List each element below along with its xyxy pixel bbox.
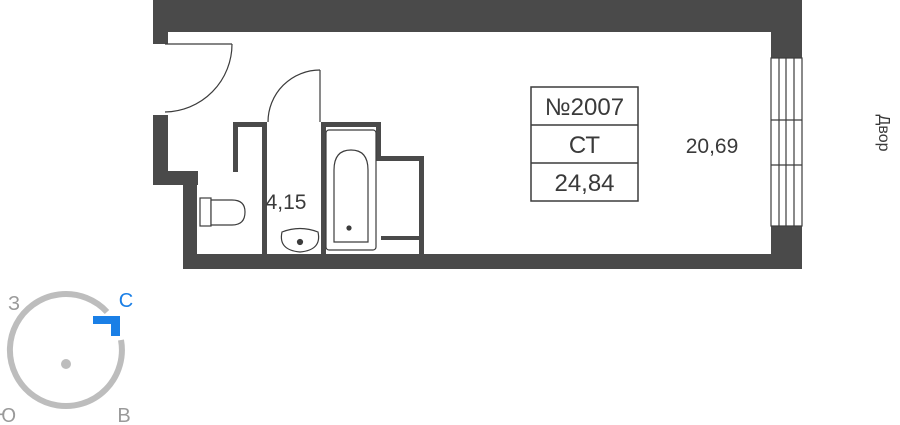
toilet-bowl <box>210 199 246 226</box>
left-wall-upper <box>153 0 168 44</box>
partition-right-c <box>419 156 424 254</box>
bathroom-door <box>267 69 321 123</box>
bathtub-drain <box>346 225 352 231</box>
bathroom-door-arc <box>267 69 321 123</box>
living-area-label: 20,69 <box>686 135 739 158</box>
compass-north-label: С <box>119 290 133 312</box>
apartment-type: СТ <box>569 132 601 159</box>
compass-north-marker <box>93 316 120 336</box>
bathroom-left-wall <box>183 171 197 269</box>
bathtub-outer <box>325 129 377 251</box>
toilet-tank <box>199 197 212 227</box>
sink <box>280 227 320 253</box>
partition-top-a <box>233 122 267 127</box>
compass: С З Ю В <box>0 290 133 425</box>
window-side-label: Двор <box>875 115 892 152</box>
compass-south-label: Ю <box>0 405 16 425</box>
door-swing-arc <box>164 43 233 113</box>
partition-top-b <box>321 122 381 127</box>
window <box>770 57 803 227</box>
partition-right-a <box>262 122 267 254</box>
compass-west-label: З <box>8 293 20 315</box>
bathroom-partitions <box>233 122 424 254</box>
bathroom-area-label: 4,15 <box>266 191 307 214</box>
left-wall-lower <box>153 115 168 185</box>
info-table <box>530 86 639 202</box>
entrance-door <box>164 43 233 113</box>
total-area: 24,84 <box>554 170 614 197</box>
partition-top-c <box>376 156 424 161</box>
top-wall <box>155 0 802 32</box>
sink-drain <box>296 238 304 246</box>
bathtub <box>325 129 377 251</box>
toilet <box>199 197 246 227</box>
apartment-number: №2007 <box>545 94 624 121</box>
right-wall-upper <box>771 0 802 58</box>
info-table-border <box>530 86 639 202</box>
partition-shelf <box>381 236 424 240</box>
compass-center <box>61 359 71 369</box>
walls <box>153 0 802 269</box>
partition-right-b <box>376 122 381 160</box>
partition-left-b <box>321 122 326 254</box>
partition-left-a <box>233 122 238 172</box>
bathtub-basin <box>333 149 369 243</box>
compass-ring <box>6 291 125 410</box>
bottom-wall <box>183 254 802 269</box>
compass-east-label: В <box>117 405 130 425</box>
